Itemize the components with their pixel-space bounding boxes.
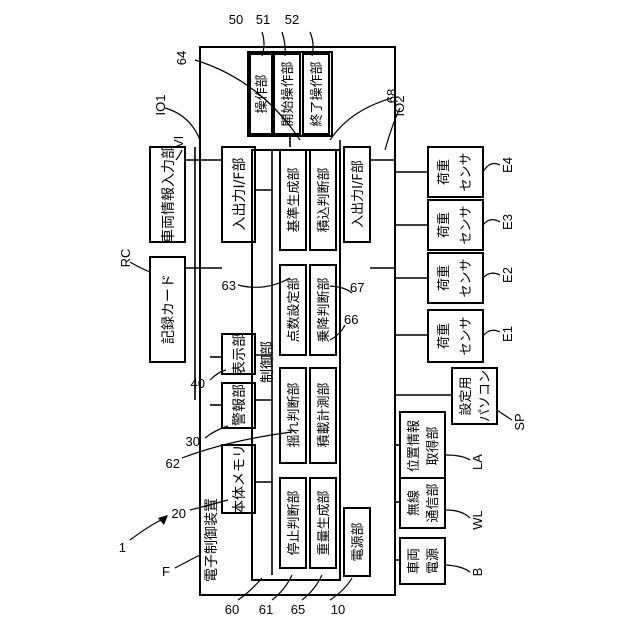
label-30: 30: [186, 434, 200, 449]
board-judge-block: 乗降判断部: [310, 265, 336, 355]
shake-judge-text: 揺れ判断部: [287, 382, 302, 447]
label-sp: SP: [512, 413, 527, 430]
main-memory-text: 本体メモリ: [232, 444, 248, 514]
load-judge-block: 積込判断部: [310, 150, 336, 250]
position-info-block: 位置情報 取得部: [400, 412, 445, 480]
figure-arrow-head: [158, 515, 168, 525]
power-block: 電源部: [344, 508, 370, 576]
stop-judge-block: 停止判断部: [280, 478, 306, 568]
label-e1: E1: [500, 326, 515, 342]
label-51: 51: [256, 12, 270, 27]
pc-setting-block: 設定用 パソコン: [452, 368, 497, 424]
vehicle-power-line2: 電源: [426, 548, 441, 574]
label-20: 20: [172, 506, 186, 521]
display-block: 表示部: [222, 333, 255, 375]
pc-setting-line2: パソコン: [478, 370, 493, 422]
vehicle-power-block: 車両 電源: [400, 538, 445, 584]
io-if-2-block: 入出力I/F部: [344, 147, 370, 242]
label-66: 66: [344, 312, 358, 327]
load-sensor-e3-line2: センサ: [459, 205, 474, 244]
stop-judge-text: 停止判断部: [286, 490, 302, 555]
load-sensor-e3-line1: 荷重: [436, 212, 452, 238]
main-memory-block: 本体メモリ: [222, 444, 255, 514]
label-10: 10: [331, 602, 345, 617]
load-measure-text: 積載計測部: [316, 382, 332, 447]
load-sensor-e1-line1: 荷重: [436, 323, 452, 349]
alarm-block: 警報部: [222, 383, 255, 428]
label-40: 40: [191, 376, 205, 391]
label-e4: E4: [500, 157, 515, 173]
pc-setting-line1: 設定用: [458, 376, 474, 415]
wireless-line2: 通信部: [426, 483, 441, 522]
wireless-line1: 無線: [406, 490, 422, 516]
label-63: 63: [222, 278, 236, 293]
load-measure-block: 積載計測部: [310, 368, 336, 463]
board-judge-text: 乗降判断部: [317, 277, 332, 342]
label-50: 50: [229, 12, 243, 27]
label-67: 67: [350, 280, 364, 295]
operation-text: 操作部: [254, 74, 270, 113]
ref-gen-text: 基準生成部: [286, 167, 302, 232]
end-op-block: 終了操作部: [303, 54, 329, 134]
vehicle-power-line1: 車両: [407, 548, 422, 574]
label-wl: WL: [470, 510, 485, 530]
position-info-line2: 取得部: [425, 426, 441, 465]
weight-gen-text: 重量生成部: [316, 490, 332, 555]
alarm-text: 警報部: [232, 384, 248, 426]
ref-gen-block: 基準生成部: [280, 150, 306, 250]
label-52: 52: [285, 12, 299, 27]
weight-gen-block: 重量生成部: [310, 478, 336, 568]
control-unit-label: 制御部: [260, 341, 276, 383]
label-e3: E3: [500, 214, 515, 230]
label-64: 64: [174, 51, 189, 65]
load-sensor-e3-block: 荷重 センサ: [428, 200, 483, 250]
display-text: 表示部: [232, 333, 248, 375]
load-sensor-e1-block: 荷重 センサ: [428, 310, 483, 362]
load-judge-text: 積込判断部: [317, 167, 332, 232]
label-65: 65: [291, 602, 305, 617]
wireless-block: 無線 通信部: [400, 478, 445, 528]
label-f: F: [162, 564, 170, 579]
electronic-control-label: 電子制御装置: [204, 498, 220, 582]
power-text: 電源部: [351, 522, 366, 561]
label-61: 61: [259, 602, 273, 617]
load-sensor-e4-line1: 荷重: [436, 159, 452, 185]
label-vi: VI: [171, 136, 186, 148]
record-card-text: 記録カード: [160, 274, 177, 344]
shake-judge-block: 揺れ判断部: [280, 368, 306, 463]
end-op-text: 終了操作部: [309, 61, 325, 126]
load-sensor-e2-line2: センサ: [459, 258, 474, 297]
label-60: 60: [225, 602, 239, 617]
io-if-1-text: 入出力I/F部: [232, 158, 248, 231]
io-if-2-text: 入出力I/F部: [351, 160, 366, 228]
label-68: 68: [384, 89, 399, 103]
label-62: 62: [166, 456, 180, 471]
operation-block: 操作部: [250, 54, 272, 134]
label-la: LA: [470, 454, 485, 470]
position-info-line1: 位置情報: [407, 420, 422, 472]
load-sensor-e4-block: 荷重 センサ: [428, 147, 483, 197]
record-card-block: 記録カード: [150, 257, 185, 362]
load-sensor-e1-line2: センサ: [459, 316, 474, 355]
label-b: B: [470, 568, 485, 577]
label-figure: 1: [119, 540, 126, 555]
vehicle-info-input-text: 車両情報入力部: [160, 145, 177, 243]
load-sensor-e2-block: 荷重 センサ: [428, 253, 483, 303]
point-set-block: 点数設定部: [280, 265, 306, 355]
load-sensor-e4-line2: センサ: [459, 152, 474, 191]
io-if-1-block: 入出力I/F部: [222, 147, 255, 242]
label-e2: E2: [500, 267, 515, 283]
point-set-text: 点数設定部: [286, 277, 302, 342]
vehicle-info-input-block: 車両情報入力部: [150, 145, 185, 243]
load-sensor-e2-line1: 荷重: [436, 265, 452, 291]
label-io1: IO1: [153, 95, 168, 116]
label-rc: RC: [118, 249, 133, 268]
